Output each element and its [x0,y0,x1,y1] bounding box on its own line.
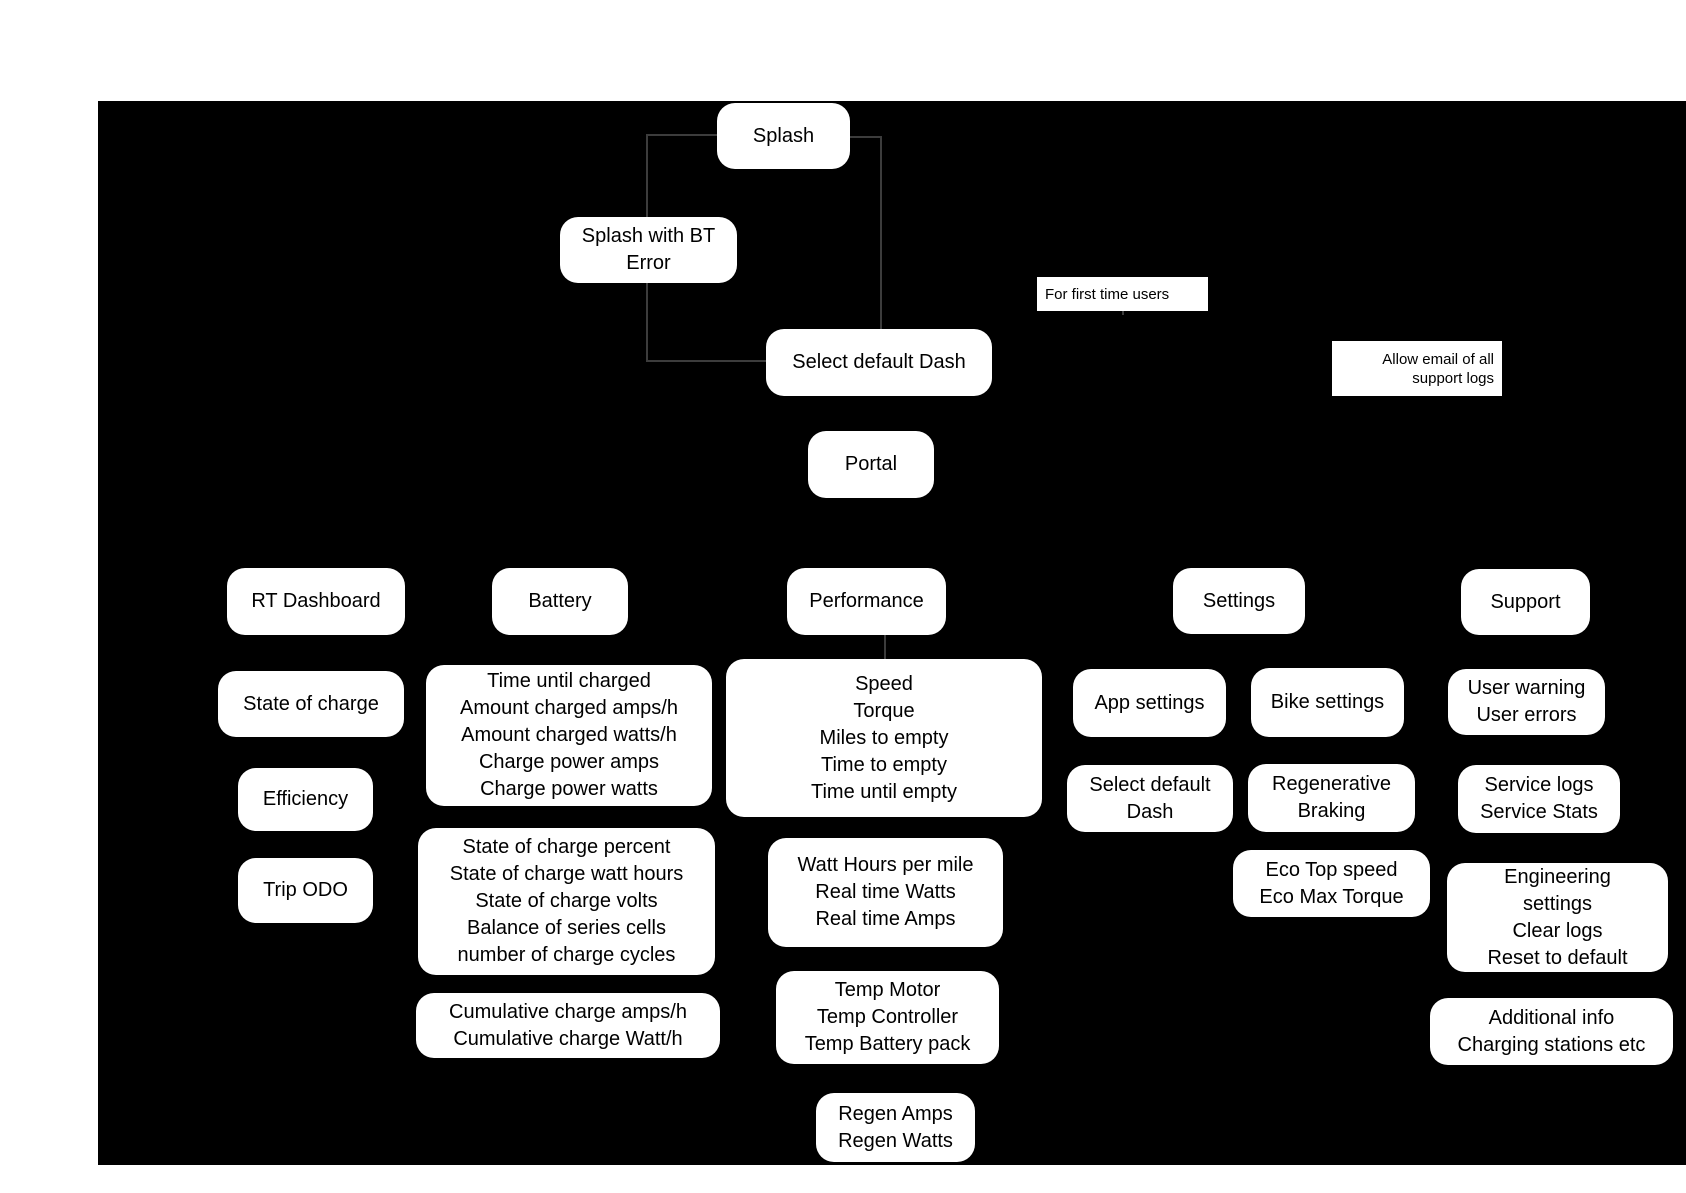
battery-state-metrics-node: State of charge percent State of charge … [418,828,715,975]
connector-splash-right-vertical [880,136,882,330]
splash-bt-error-node: Splash with BT Error [560,217,737,283]
performance-node: Performance [787,568,946,635]
user-warning-node: User warning User errors [1448,669,1605,735]
state-of-charge-node: State of charge [218,671,404,737]
performance-temp-metrics-node: Temp Motor Temp Controller Temp Battery … [776,971,999,1064]
rt-dashboard-node: RT Dashboard [227,568,405,635]
additional-info-node: Additional info Charging stations etc [1430,998,1673,1065]
connector-first-time-note-tick [1122,311,1124,315]
first-time-users-note: For first time users [1037,277,1208,311]
splash-node: Splash [717,103,850,169]
connector-splash-left-horizontal [646,134,718,136]
battery-cumulative-metrics-node: Cumulative charge amps/h Cumulative char… [416,993,720,1058]
connector-splash-right-horizontal [850,136,882,138]
performance-power-metrics-node: Watt Hours per mile Real time Watts Real… [768,838,1003,947]
engineering-settings-node: Engineering settings Clear logs Reset to… [1447,863,1668,972]
support-node: Support [1461,569,1590,635]
battery-charging-metrics-node: Time until charged Amount charged amps/h… [426,665,712,806]
efficiency-node: Efficiency [238,768,373,831]
bike-settings-node: Bike settings [1251,668,1404,737]
connector-select-default-left-horizontal [646,360,768,362]
connector-performance-vertical [884,635,886,660]
eco-settings-node: Eco Top speed Eco Max Torque [1233,850,1430,917]
select-default-dash-setting-node: Select default Dash [1067,765,1233,832]
performance-regen-metrics-node: Regen Amps Regen Watts [816,1093,975,1162]
app-settings-node: App settings [1073,669,1226,737]
select-default-dash-node: Select default Dash [766,329,992,396]
battery-node: Battery [492,568,628,635]
service-logs-node: Service logs Service Stats [1458,765,1620,833]
portal-node: Portal [808,431,934,498]
settings-node: Settings [1173,568,1305,634]
allow-email-note: Allow email of all support logs [1332,341,1502,396]
regenerative-braking-node: Regenerative Braking [1248,764,1415,832]
performance-primary-metrics-node: Speed Torque Miles to empty Time to empt… [726,659,1042,817]
trip-odo-node: Trip ODO [238,858,373,923]
